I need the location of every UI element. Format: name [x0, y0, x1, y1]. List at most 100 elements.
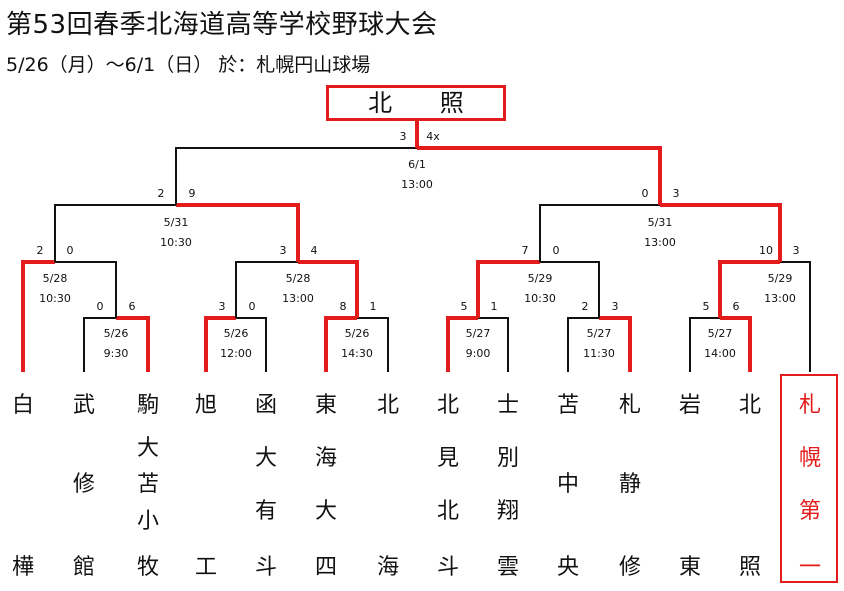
game-date-r1b: 5/26 — [224, 327, 249, 340]
score-left-r2d: 10 — [759, 244, 773, 257]
team-6-char-2: 海 — [314, 446, 337, 471]
team-5-char-5: 斗 — [254, 555, 277, 580]
game-date-r1a: 5/26 — [104, 327, 129, 340]
game-time-r1e: 11:30 — [583, 347, 615, 360]
game-date-r2d: 5/29 — [768, 272, 793, 285]
team-3-char-5: 牧 — [136, 555, 159, 580]
team-9-char-5: 雲 — [496, 555, 519, 580]
bracket-line-22 — [539, 204, 660, 262]
team-10-char-3: 中 — [556, 472, 579, 497]
score-right-r1c: 1 — [370, 300, 377, 313]
game-time-final: 13:00 — [401, 178, 433, 191]
score-right-r1b: 0 — [249, 300, 256, 313]
game-date-sfb: 5/31 — [648, 216, 673, 229]
team-9-char-2: 別 — [496, 446, 519, 471]
bracket-line-24 — [175, 147, 417, 205]
bracket-line-14 — [235, 261, 298, 318]
team-9-char-1: 士 — [496, 393, 519, 418]
team-1-char-1: 白 — [11, 393, 34, 418]
bracket-line-19 — [780, 261, 811, 372]
team-6-char-5: 四 — [314, 555, 337, 580]
team-13-char-5: 照 — [738, 555, 761, 580]
team-12-char-5: 東 — [678, 555, 701, 580]
bracket-line-20 — [54, 204, 176, 262]
score-left-r2c: 7 — [522, 244, 529, 257]
score-right-r2a: 0 — [67, 244, 74, 257]
team-2-char-1: 武 — [72, 393, 95, 418]
score-left-final: 3 — [400, 130, 407, 143]
game-date-r2c: 5/29 — [528, 272, 553, 285]
team-11-char-5: 修 — [618, 555, 641, 580]
game-date-r1e: 5/27 — [587, 327, 612, 340]
score-left-r1f: 5 — [703, 300, 710, 313]
score-left-r1c: 8 — [340, 300, 347, 313]
game-date-r1d: 5/27 — [466, 327, 491, 340]
team-10-char-1: 苫 — [556, 393, 579, 418]
team-14-char-1: 札 — [798, 393, 821, 418]
team-3-char-1: 駒 — [136, 393, 159, 418]
score-left-r2b: 3 — [280, 244, 287, 257]
page-subtitle: 5/26（月）～6/1（日） 於：札幌円山球場 — [6, 54, 371, 76]
team-3-char-3: 苫 — [136, 472, 159, 497]
game-time-r1a: 9:30 — [104, 347, 129, 360]
team-11-char-1: 札 — [618, 393, 641, 418]
bracket-line-0 — [83, 317, 116, 372]
champion-box: 北 照 — [326, 85, 506, 121]
team-14-char-7: 一 — [798, 555, 821, 580]
score-left-r1e: 2 — [582, 300, 589, 313]
team-4-char-5: 工 — [194, 555, 217, 580]
team-12-char-1: 岩 — [678, 393, 701, 418]
bracket-line-13 — [55, 261, 117, 318]
bracket-line-2 — [204, 316, 236, 372]
game-time-r1c: 14:30 — [341, 347, 373, 360]
bracket-line-4 — [324, 316, 357, 372]
score-right-sfa: 9 — [189, 187, 196, 200]
team-6-char-4: 大 — [314, 499, 337, 524]
team-6-char-1: 東 — [314, 393, 337, 418]
team-8-char-4: 北 — [436, 499, 459, 524]
bracket-line-6 — [446, 316, 478, 372]
bracket-line-8 — [567, 317, 599, 372]
team-10-char-5: 央 — [556, 555, 579, 580]
game-time-r2b: 13:00 — [282, 292, 314, 305]
team-5-char-2: 大 — [254, 446, 277, 471]
score-right-r1d: 1 — [491, 300, 498, 313]
team-9-char-4: 翔 — [496, 499, 519, 524]
runner-up-box — [780, 374, 838, 583]
team-7-char-1: 北 — [376, 393, 399, 418]
game-time-r2a: 10:30 — [39, 292, 71, 305]
score-right-r2c: 0 — [553, 244, 560, 257]
score-right-r2d: 3 — [793, 244, 800, 257]
game-date-sfa: 5/31 — [164, 216, 189, 229]
score-right-r2b: 4 — [311, 244, 318, 257]
game-time-r1d: 9:00 — [466, 347, 491, 360]
team-1-char-5: 樺 — [11, 555, 34, 580]
game-time-r1f: 14:00 — [704, 347, 736, 360]
bracket-line-11 — [720, 316, 752, 372]
game-time-sfb: 13:00 — [644, 236, 676, 249]
game-time-r1b: 12:00 — [220, 347, 252, 360]
team-3-char-4: 小 — [136, 509, 159, 534]
team-8-char-1: 北 — [436, 393, 459, 418]
team-4-char-1: 旭 — [194, 393, 217, 418]
bracket-line-7 — [478, 317, 509, 372]
score-left-sfa: 2 — [158, 187, 165, 200]
team-2-char-3: 修 — [72, 472, 95, 497]
bracket-line-25 — [417, 146, 662, 205]
game-time-sfa: 10:30 — [160, 236, 192, 249]
bracket-line-12 — [21, 260, 55, 372]
score-left-r2a: 2 — [37, 244, 44, 257]
team-14-char-3: 幌 — [798, 446, 821, 471]
game-date-r1f: 5/27 — [708, 327, 733, 340]
bracket-line-3 — [236, 317, 267, 372]
team-7-char-5: 海 — [376, 555, 399, 580]
team-8-char-2: 見 — [436, 446, 459, 471]
team-14-char-5: 第 — [798, 499, 821, 524]
bracket-line-5 — [357, 317, 389, 372]
score-right-sfb: 3 — [673, 187, 680, 200]
bracket-line-15 — [298, 260, 359, 318]
bracket-line-18 — [718, 260, 780, 318]
bracket-line-17 — [540, 261, 600, 318]
score-right-r1e: 3 — [612, 300, 619, 313]
score-right-r1f: 6 — [733, 300, 740, 313]
